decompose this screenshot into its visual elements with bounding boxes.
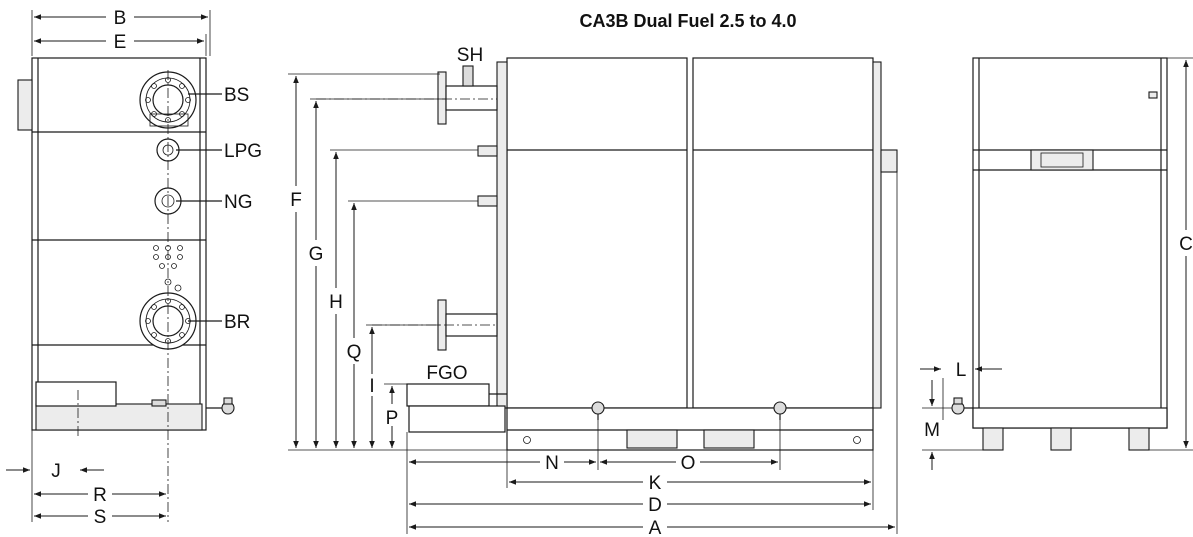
dim-l: L: [956, 360, 967, 381]
dim-b: B: [114, 8, 127, 29]
dim-j: J: [51, 461, 61, 482]
rear-foot-right: [1128, 427, 1150, 451]
label-bs: BS: [224, 85, 249, 106]
flue-gas-outlet-icon: [406, 383, 507, 433]
dim-d: D: [648, 495, 662, 516]
label-ng: NG: [224, 192, 253, 213]
br-flange-icon: [139, 292, 197, 350]
side-view: SH FGO F G H Q I P: [288, 45, 898, 537]
side-base: [506, 407, 874, 451]
dim-h: H: [329, 292, 343, 313]
rear-foot-middle: [1050, 427, 1072, 451]
dim-i: I: [369, 376, 374, 397]
side-body-right-module: [692, 57, 874, 409]
dim-p: P: [386, 408, 399, 429]
side-drain-valve-left-icon: [591, 401, 605, 420]
rear-view: C L M: [920, 57, 1193, 470]
drawing-title: CA3B Dual Fuel 2.5 to 4.0: [579, 11, 796, 31]
supply-flange-icon: [316, 65, 498, 125]
dim-n: N: [545, 453, 559, 474]
label-fgo: FGO: [426, 363, 467, 384]
label-lpg: LPG: [224, 141, 262, 162]
dim-m: M: [924, 420, 940, 441]
dim-f: F: [290, 190, 302, 211]
dim-s: S: [94, 507, 107, 528]
side-body-left-module: [506, 57, 688, 409]
label-br: BR: [224, 312, 250, 333]
bs-flange-icon: [139, 71, 197, 129]
dim-a: A: [649, 518, 662, 537]
dim-c: C: [1179, 234, 1193, 255]
rear-foot-left: [982, 427, 1004, 451]
side-drain-valve-right-icon: [773, 401, 787, 420]
rear-cabinet: [972, 57, 1168, 429]
dim-e: E: [114, 32, 127, 53]
dim-o: O: [681, 453, 696, 474]
dim-q: Q: [347, 342, 362, 363]
label-sh: SH: [457, 45, 483, 66]
rear-control-box: [1030, 149, 1094, 171]
front-view: BS LPG NG BR B E J R S: [6, 8, 262, 528]
dim-g: G: [309, 244, 324, 265]
dim-r: R: [93, 485, 107, 506]
rear-drain-valve-icon: [951, 397, 973, 415]
front-base: [35, 403, 203, 431]
dim-k: K: [649, 473, 662, 494]
drain-valve-icon: [206, 397, 235, 415]
